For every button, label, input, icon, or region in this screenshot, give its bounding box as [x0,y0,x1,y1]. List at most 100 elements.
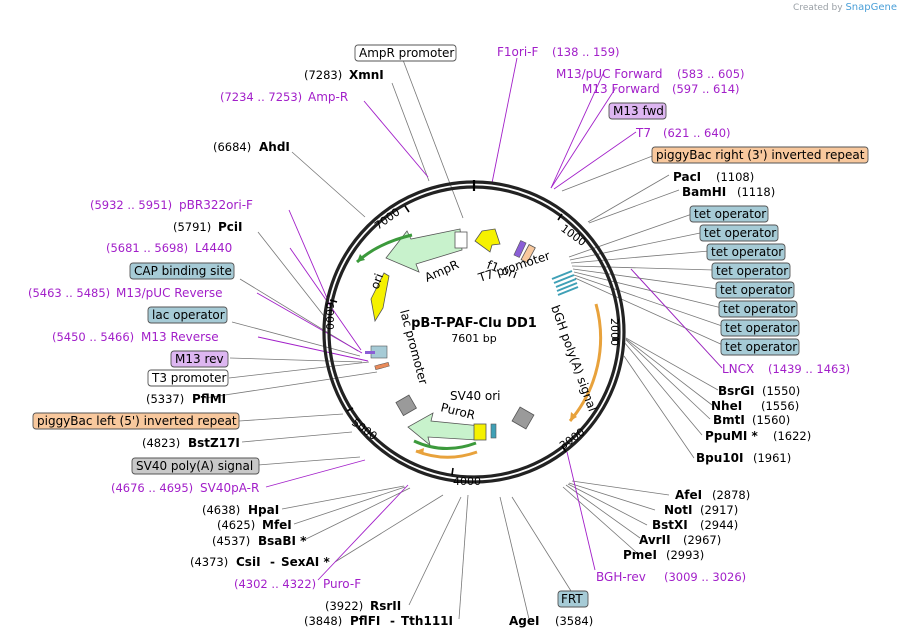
nhei-site: NheI [711,399,742,413]
ppumi-position: (1622) [773,429,811,443]
ahdi-site: AhdI [259,140,290,154]
t7-position: (621 .. 640) [663,126,731,140]
l4440-primer-position: (5681 .. 5698) [106,241,188,255]
avrii-site: AvrII [639,533,671,547]
f1-ori-arrow [474,228,501,253]
plasmid-name: pB-T-PAF-Clu DD1 [411,316,537,331]
ori-arrow [370,272,390,323]
bstxi-position: (2944) [700,518,738,532]
bgh-polya-label: bGH poly(A) signal [548,303,599,413]
puror-arrow [407,412,482,447]
m13-fwd-text: M13 fwd [613,104,664,118]
bpu10i-site: Bpu10I [696,451,743,465]
ppumi-site: PpuMI * [705,429,759,443]
ampr-label: AmpR [423,257,461,284]
bsabi-site: BsaBI * [258,534,307,548]
pcii-position: (5791) [173,220,211,234]
paci-position: (1108) [716,170,754,184]
agei-site: AgeI [509,614,539,628]
pflmi-position: (5337) [146,392,184,406]
piggybac-left-box [32,412,240,430]
m13puc-reverse-position: (5463 .. 5485) [28,286,110,300]
tth111i-site: Tth111I [401,614,453,628]
cap-binding-site-text: CAP binding site [134,264,232,278]
piggybac-right-arrowhead [570,412,577,421]
tet-operator-label-5: tet operator [720,283,792,297]
afei-site: AfeI [675,488,702,502]
hpai-site: HpaI [248,503,279,517]
bsrgi-site: BsrGI [718,384,755,398]
frt-mark [490,423,497,439]
f1ori-f-position: (138 .. 159) [552,45,620,59]
bmti-position: (1560) [752,413,790,427]
ampr-promoter-box [354,44,457,62]
bamhi-site: BamHI [682,185,726,199]
csii-site: CsiI [236,555,261,569]
ampr-promoter-text: AmpR promoter [359,46,454,60]
bsrgi-position: (1550) [762,384,800,398]
lac-operator-box [147,306,228,324]
tet-operator-label-3: tet operator [711,245,783,259]
xmni-site: XmnI [349,68,384,82]
m13puc-reverse-primer: M13/pUC Reverse [116,286,223,300]
ampr-arc-arrowhead [357,254,365,262]
noti-site: NotI [664,503,693,517]
pflmi-site: PflMI [192,392,226,406]
m13-fwd-box [608,102,667,120]
bgh-rev-primer: BGH-rev [596,570,646,584]
tet-operator-stack [551,270,579,296]
puror-arc [413,439,477,451]
tet-operator-label-4: tet operator [716,264,788,278]
bstxi-site: BstXI [652,518,688,532]
mfei-site: MfeI [262,518,292,532]
pbr322-primer-position: (5932 .. 5951) [90,198,172,212]
tick-marks [329,205,619,476]
bstz17i-position: (4823) [142,436,180,450]
amp-r-primer-position: (7234 .. 7253) [220,90,302,104]
primer-leader-lines [256,57,723,581]
piggybac-left-text: piggyBac left (5') inverted repeat [37,414,237,428]
ori-label: ori [368,272,386,291]
tick-label-4000: 4000 [453,475,481,488]
tick-label-6000: 6000 [323,302,336,330]
rsrii-site: RsrII [370,599,401,613]
piggybac-right-box [651,146,869,164]
sv40-polya-box [131,457,260,475]
pcii-site: PciI [218,220,243,234]
amp-r-primer: Amp-R [308,90,348,104]
ampr-arrow [385,228,463,273]
bmti-site: BmtI [713,413,745,427]
lac-operator-text: lac operator [152,308,225,322]
afei-position: (2878) [712,488,750,502]
l4440-primer: L4440 [195,241,232,255]
sv40-ori-label: SV40 ori [450,389,501,403]
frt-box [557,590,589,608]
pmei-position: (2993) [666,548,704,562]
m13-reverse-primer: M13 Reverse [141,330,219,344]
bgh-rev-position: (3009 .. 3026) [664,570,746,584]
bgh-polya-block [511,406,535,430]
lncx-primer: LNCX [722,362,754,376]
paci-site: PacI [673,170,701,184]
m13-rev-mark [365,351,375,354]
frt-text: FRT [561,592,583,606]
avrii-position: (2967) [683,533,721,547]
tet-operator-label-6: tet operator [723,302,795,316]
csii-separator: - [270,555,275,569]
tet-operator-labels: tet operator tet operator tet operator t… [689,205,800,356]
piggybac-right-text: piggyBac right (3') inverted repeat [656,148,865,162]
m13-rev-box [170,350,229,368]
cap-binding-site-box [129,262,235,280]
noti-position: (2917) [700,503,738,517]
t3-promoter-text: T3 promoter [151,371,227,385]
tick-label-2000: 2000 [608,318,621,346]
piggybac-right-arc [568,303,603,422]
agei-position: (3584) [555,614,593,628]
tet-operator-label-2: tet operator [704,226,776,240]
bstz17i-site: BstZ17I [188,436,240,450]
tet-operator-label-7: tet operator [725,321,797,335]
puro-f-position: (4302 .. 4322) [234,577,316,591]
nhei-position: (1556) [761,399,799,413]
sv40-polya-block [395,394,417,417]
